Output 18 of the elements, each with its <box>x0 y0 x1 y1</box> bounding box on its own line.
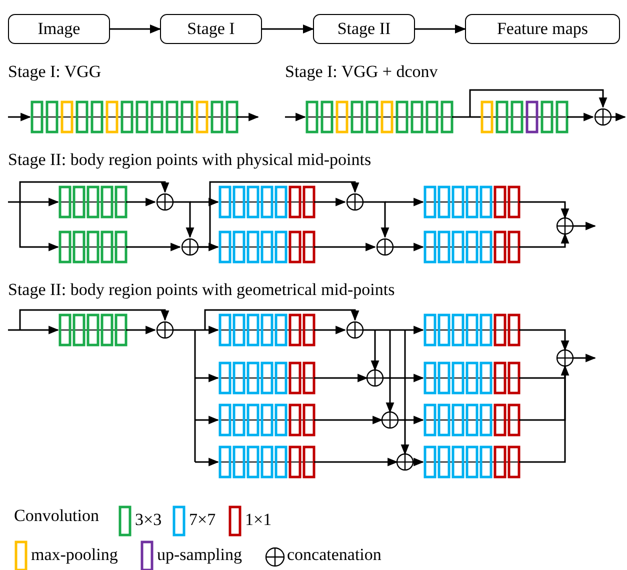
arrow <box>262 24 314 34</box>
legend-label: 1×1 <box>245 510 272 530</box>
legend-label: concatenation <box>287 545 382 565</box>
section-title: Stage I: VGG <box>8 62 102 82</box>
legend-label: max-pooling <box>31 545 118 565</box>
section-title: Stage II: body region points with physical mid-points <box>8 150 372 170</box>
legend-label: 3×3 <box>135 510 162 530</box>
arrow <box>110 24 162 34</box>
legend-heading: Convolution <box>14 506 100 526</box>
process-box: Feature maps <box>465 14 620 44</box>
process-box: Image <box>8 14 110 44</box>
arrow <box>415 24 466 34</box>
process-box: Stage I <box>160 14 262 44</box>
process-box: Stage II <box>313 14 415 44</box>
legend-label: up-sampling <box>157 545 242 565</box>
section-title: Stage I: VGG + dconv <box>285 62 438 82</box>
legend-label: 7×7 <box>189 510 216 530</box>
section-title: Stage II: body region points with geometrical mid-points <box>8 280 395 300</box>
